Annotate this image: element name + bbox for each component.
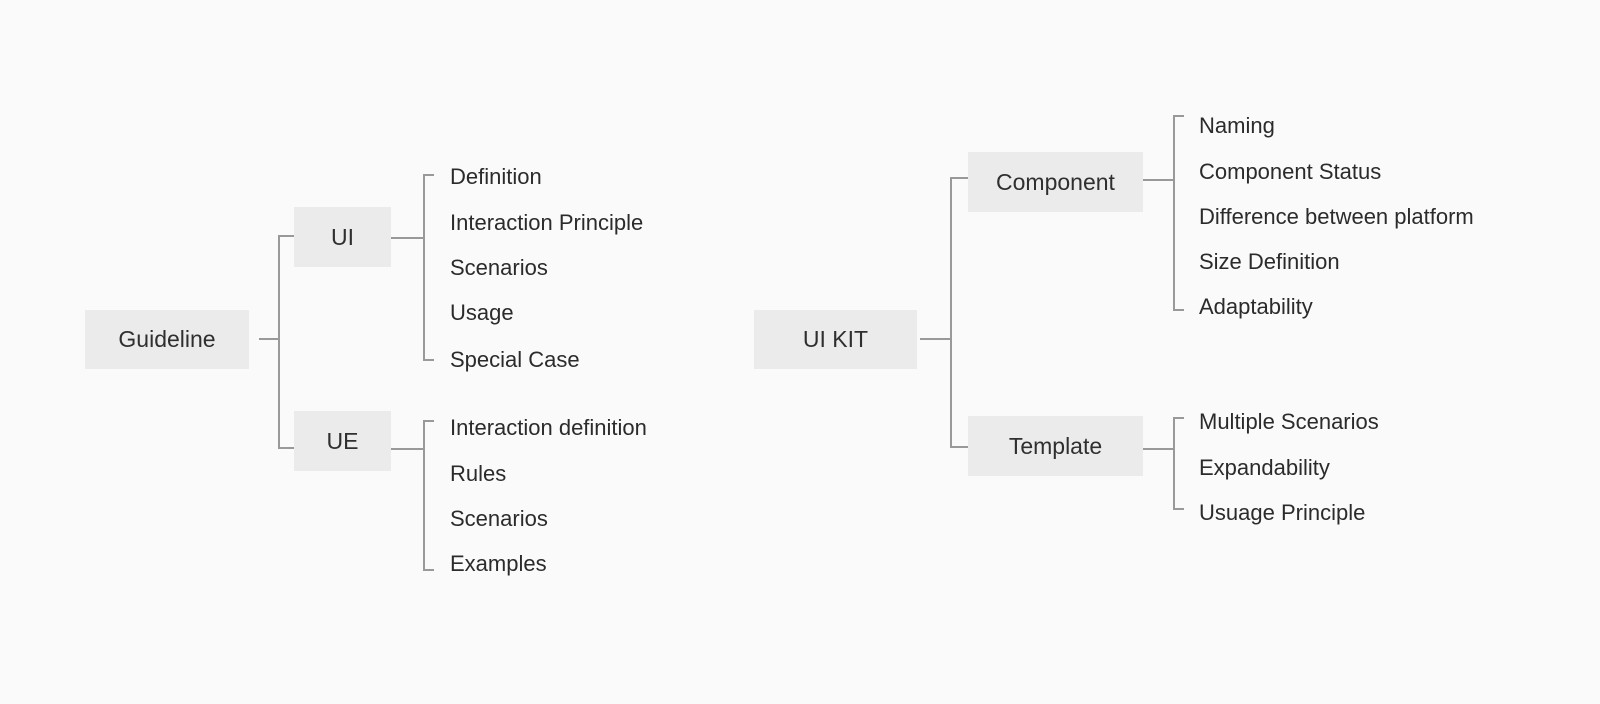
leaf-interaction-definition[interactable]: Interaction definition xyxy=(450,415,647,440)
branch-node-ui[interactable]: UI xyxy=(294,207,391,267)
leaf-expandability[interactable]: Expandability xyxy=(1199,455,1330,480)
branch-node-ue[interactable]: UE xyxy=(294,411,391,471)
leaf-scenarios-ui[interactable]: Scenarios xyxy=(450,255,548,280)
leaf-size-definition[interactable]: Size Definition xyxy=(1199,249,1340,274)
leaf-difference-between-platform[interactable]: Difference between platform xyxy=(1199,204,1474,229)
leaf-special-case[interactable]: Special Case xyxy=(450,347,580,372)
branch-node-template[interactable]: Template xyxy=(968,416,1143,476)
leaf-usuage-principle[interactable]: Usuage Principle xyxy=(1199,500,1366,525)
leaf-naming[interactable]: Naming xyxy=(1199,113,1275,138)
leaf-component-status[interactable]: Component Status xyxy=(1199,159,1382,184)
root-node-guideline[interactable]: Guideline xyxy=(85,310,249,369)
root-node-ui-kit[interactable]: UI KIT xyxy=(754,310,917,369)
leaf-definition[interactable]: Definition xyxy=(450,164,542,189)
leaf-interaction-principle[interactable]: Interaction Principle xyxy=(450,210,644,235)
leaf-rules[interactable]: Rules xyxy=(450,461,507,486)
branch-node-component[interactable]: Component xyxy=(968,152,1143,212)
leaf-scenarios-ue[interactable]: Scenarios xyxy=(450,506,548,531)
leaf-usage[interactable]: Usage xyxy=(450,300,514,325)
leaf-multiple-scenarios[interactable]: Multiple Scenarios xyxy=(1199,409,1379,434)
leaf-examples[interactable]: Examples xyxy=(450,551,547,576)
leaf-adaptability[interactable]: Adaptability xyxy=(1199,294,1313,319)
